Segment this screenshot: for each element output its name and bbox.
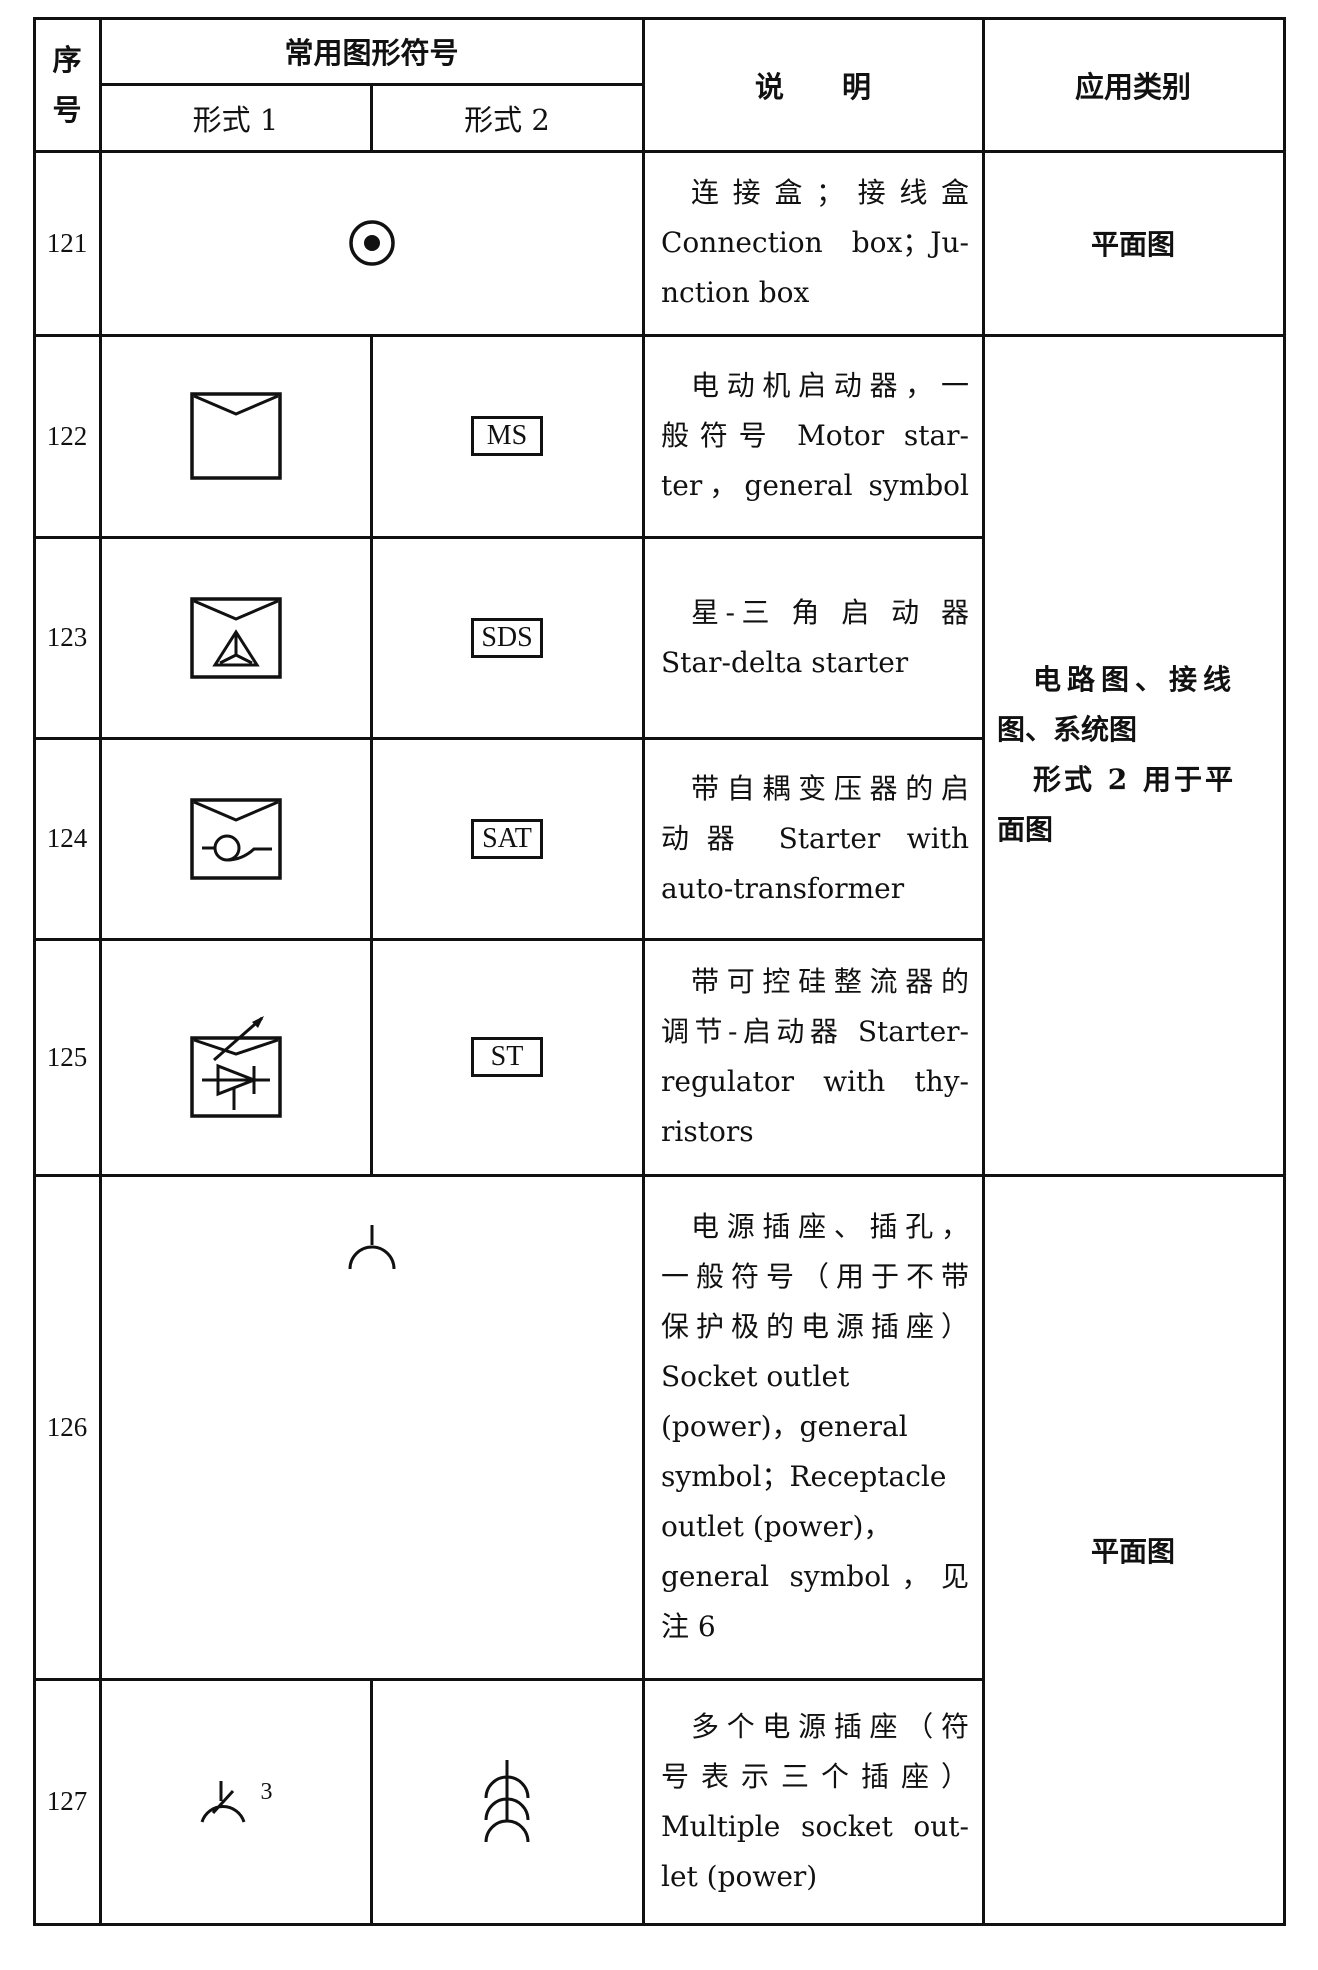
header-seq-top: 序	[52, 42, 82, 77]
description-line: nction box	[661, 276, 810, 309]
description-127: 多个电源插座（符 号表示三个插座） Multiple socket out- l…	[643, 1679, 983, 1924]
description-line: ristors	[661, 1115, 754, 1148]
description-line: 号表示三个插座）	[661, 1759, 969, 1793]
sds-label-box: SDS	[471, 617, 543, 658]
header-symbols: 常用图形符号	[284, 36, 459, 70]
description-line: 多个电源插座（符	[691, 1709, 969, 1743]
star-delta-starter-symbol-form1	[100, 537, 371, 738]
multiple-socket-symbol-form1: 3	[100, 1679, 371, 1924]
description-line: 连接盒；接线盒	[691, 176, 969, 209]
description-line: Multiple socket out-	[661, 1809, 969, 1843]
multiple-socket-symbol-form2	[371, 1679, 643, 1924]
category-122-125: 电路图、接线 图、系统图 形式 2 用于平 面图	[983, 335, 1283, 1175]
auto-transformer-starter-icon	[189, 797, 282, 880]
description-line: 般符号 Motor star-	[661, 419, 969, 452]
category-126-127: 平面图	[1090, 1534, 1175, 1568]
row-number: 124	[46, 823, 88, 853]
thyristor-starter-icon	[189, 1016, 282, 1118]
description-line: 注 6	[661, 1610, 716, 1643]
header-category: 应用类别	[1074, 69, 1191, 104]
socket-outlet-icon	[348, 1225, 395, 1270]
header-description: 说 明	[754, 69, 871, 104]
header-seq-bottom: 号	[52, 92, 82, 127]
connection-box-icon	[348, 220, 395, 266]
row-number: 122	[46, 420, 88, 451]
category-line: 形式 2 用于平	[1033, 763, 1236, 796]
description-line: (power)，general	[661, 1410, 908, 1443]
description-line: general symbol，见	[661, 1560, 969, 1593]
star-delta-starter-icon	[189, 596, 282, 679]
multiple-socket-icon	[200, 1781, 245, 1823]
category-121: 平面图	[1090, 228, 1175, 261]
category-line: 图、系统图	[997, 713, 1138, 746]
socket-outlet-symbol	[100, 1175, 643, 1679]
description-line: 一般符号（用于不带	[661, 1260, 969, 1293]
description-126: 电源插座、插孔， 一般符号（用于不带 保护极的电源插座） Socket outl…	[643, 1175, 983, 1679]
row-number: 127	[46, 1786, 88, 1816]
description-line: Connection box；Ju-	[661, 226, 969, 259]
description-line: ter，general symbol	[661, 469, 969, 502]
ms-label-box: MS	[471, 416, 543, 456]
description-line: 保护极的电源插座）	[661, 1310, 969, 1343]
row-number: 121	[46, 227, 88, 258]
row-number: 126	[46, 1411, 88, 1442]
triple-socket-icon	[484, 1759, 530, 1842]
description-line: Socket outlet	[661, 1360, 850, 1393]
sat-label-box: SAT	[471, 818, 543, 859]
thyristor-starter-symbol-form1	[100, 939, 371, 1175]
auto-transformer-starter-symbol-form2: SAT	[371, 738, 643, 939]
description-125: 带可控硅整流器的 调节-启动器 Starter- regulator with …	[643, 939, 983, 1175]
description-line: auto-transformer	[661, 871, 905, 905]
thyristor-starter-symbol-form2: ST	[371, 939, 643, 1175]
description-line: Star-delta starter	[661, 645, 909, 679]
row-number: 125	[46, 1041, 88, 1072]
motor-starter-symbol-form1	[100, 335, 371, 537]
description-line: let (power)	[661, 1859, 818, 1893]
description-121: 连接盒；接线盒 Connection box；Ju- nction box	[643, 151, 983, 335]
category-line: 电路图、接线	[1033, 663, 1238, 696]
header-seq: 序 号	[34, 18, 100, 151]
auto-transformer-starter-symbol-form1	[100, 738, 371, 939]
category-line: 面图	[997, 813, 1054, 846]
description-line: outlet (power)，	[661, 1510, 892, 1543]
description-line: 带自耦变压器的启	[691, 771, 969, 805]
socket-count: 3	[260, 1779, 273, 1805]
description-line: 电源插座、插孔，	[691, 1210, 969, 1243]
description-line: 调节-启动器 Starter-	[661, 1015, 969, 1048]
connection-box-symbol	[100, 151, 643, 335]
motor-starter-symbol-form2: MS	[371, 335, 643, 537]
st-label-box: ST	[471, 1037, 543, 1077]
star-delta-starter-symbol-form2: SDS	[371, 537, 643, 738]
header-form2: 形式 2	[464, 102, 550, 137]
description-line: regulator with thy-	[661, 1065, 969, 1098]
description-line: 动器 Starter with	[661, 821, 969, 855]
motor-starter-icon	[189, 392, 282, 480]
description-line: symbol；Receptacle	[661, 1460, 947, 1493]
description-line: 带可控硅整流器的	[691, 965, 969, 998]
description-124: 带自耦变压器的启 动器 Starter with auto-transforme…	[643, 738, 983, 939]
header-form1: 形式 1	[192, 102, 279, 137]
row-number: 123	[46, 622, 88, 652]
description-line: 电动机启动器，一	[691, 369, 969, 402]
description-123: 星-三 角 启 动 器 Star-delta starter	[643, 537, 983, 738]
description-122: 电动机启动器，一 般符号 Motor star- ter，general sym…	[643, 335, 983, 537]
description-line: 星-三 角 启 动 器	[691, 595, 969, 629]
